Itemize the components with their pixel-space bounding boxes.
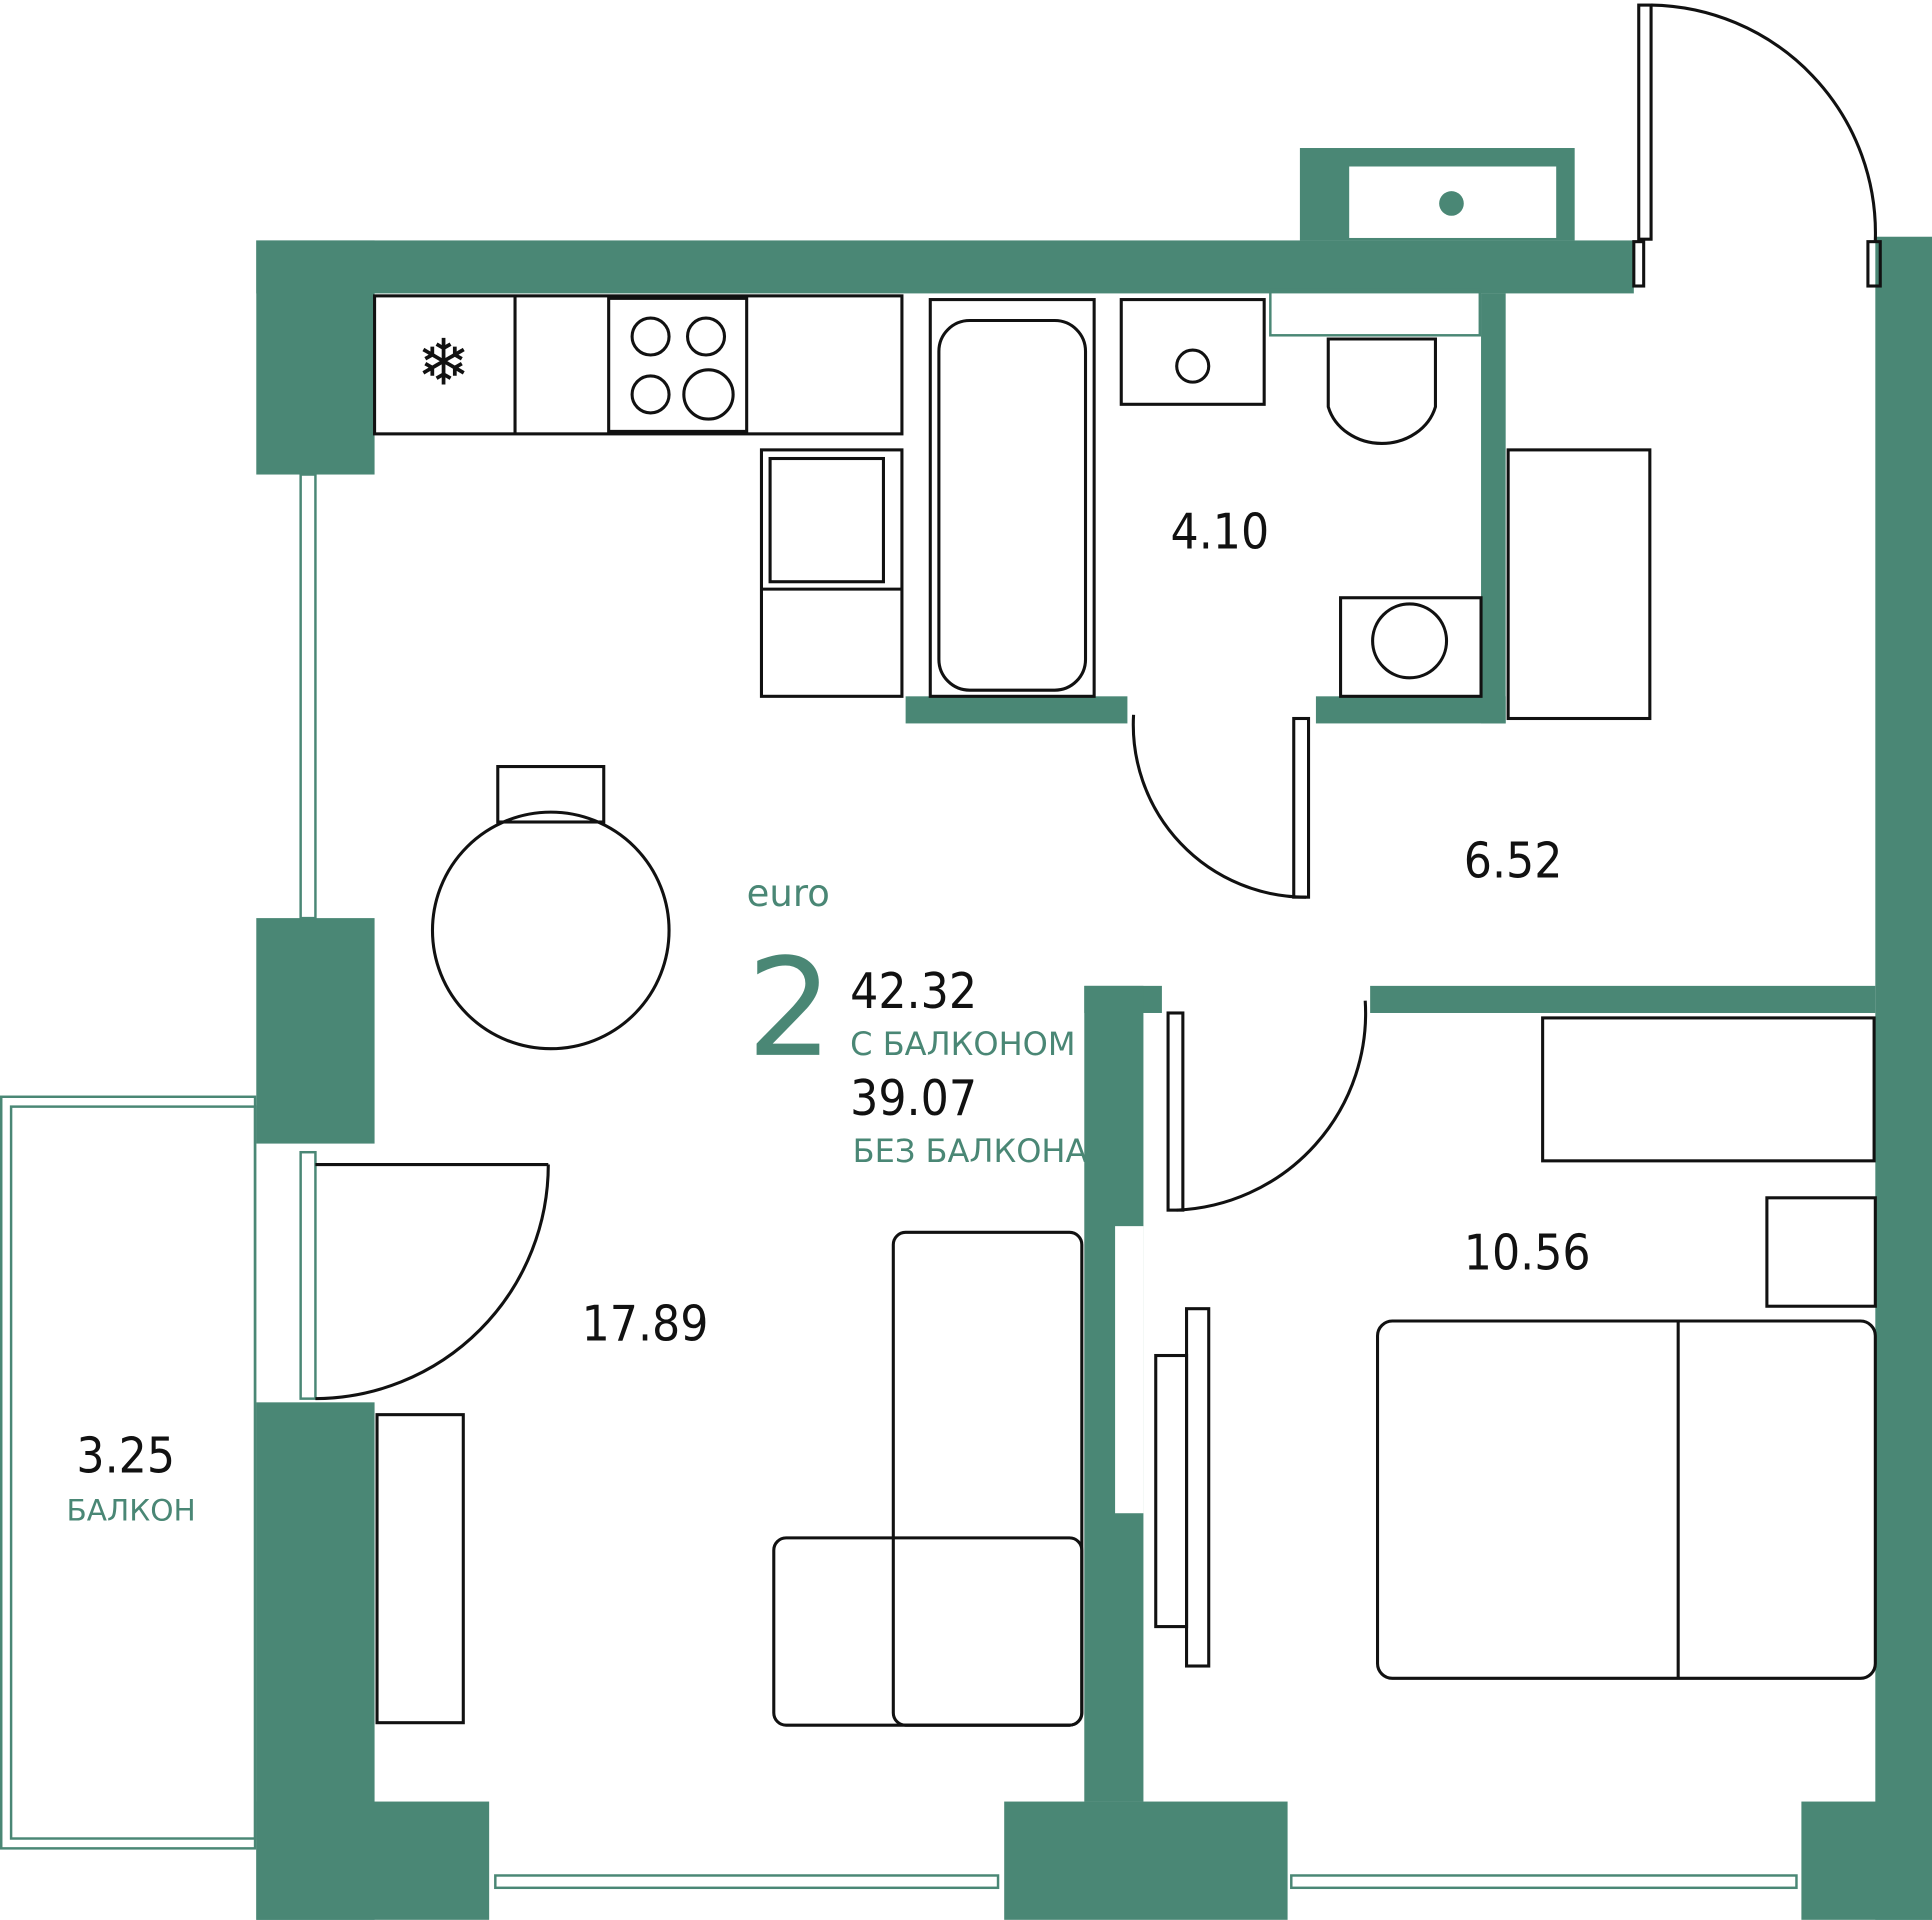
windows xyxy=(299,288,1798,1890)
room-area-bathroom: 4.10 xyxy=(1171,502,1270,560)
doors xyxy=(315,3,1882,1401)
area-with-balcony: 42.32 xyxy=(850,962,977,1020)
rooms-count: 2 xyxy=(747,929,833,1087)
area-without-balcony-label: БЕЗ БАЛКОНА xyxy=(853,1132,1088,1170)
room-area-balcony: 3.25 xyxy=(76,1427,175,1485)
area-without-balcony: 39.07 xyxy=(850,1069,977,1127)
room-area-hallway: 6.52 xyxy=(1464,831,1563,889)
furniture: ❄ xyxy=(373,294,1877,1727)
area-with-balcony-label: С БАЛКОНОМ xyxy=(850,1025,1075,1063)
svg-text:❄: ❄ xyxy=(417,328,471,399)
balcony-outline xyxy=(0,1095,257,1850)
room-area-living-kitchen: 17.89 xyxy=(582,1295,709,1353)
balcony-label: БАЛКОН xyxy=(67,1494,196,1528)
room-area-bedroom: 10.56 xyxy=(1464,1223,1591,1281)
walls xyxy=(256,148,1932,1920)
plan-type-label: euro xyxy=(747,872,830,915)
